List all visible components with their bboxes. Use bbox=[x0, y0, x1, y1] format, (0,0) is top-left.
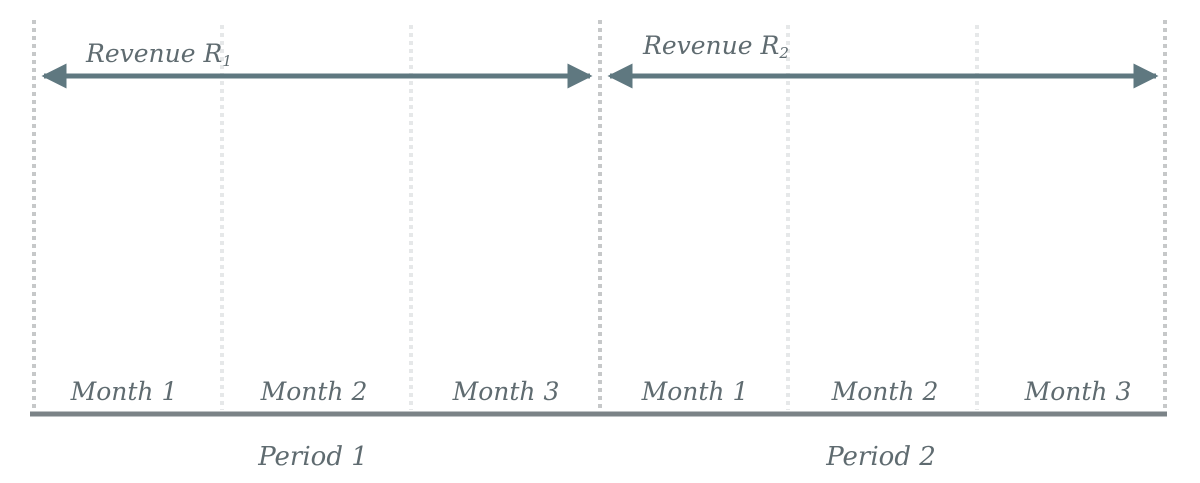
period-label-1: Period 1 bbox=[257, 442, 368, 472]
month-label-p1-3: Month 3 bbox=[452, 377, 560, 406]
month-label-p2-1: Month 1 bbox=[641, 377, 749, 406]
month-label-p2-3: Month 3 bbox=[1024, 377, 1132, 406]
month-label-p2-2: Month 2 bbox=[831, 377, 939, 406]
revenue-label-period-2: Revenue R2 bbox=[642, 31, 789, 62]
period-label-2: Period 2 bbox=[825, 442, 936, 472]
revenue-label-period-1: Revenue R1 bbox=[85, 39, 232, 70]
revenue-subscript-period-2: 2 bbox=[778, 44, 789, 62]
revenue-subscript-period-1: 1 bbox=[222, 52, 232, 70]
month-label-p1-1: Month 1 bbox=[70, 377, 178, 406]
month-label-p1-2: Month 2 bbox=[260, 377, 368, 406]
